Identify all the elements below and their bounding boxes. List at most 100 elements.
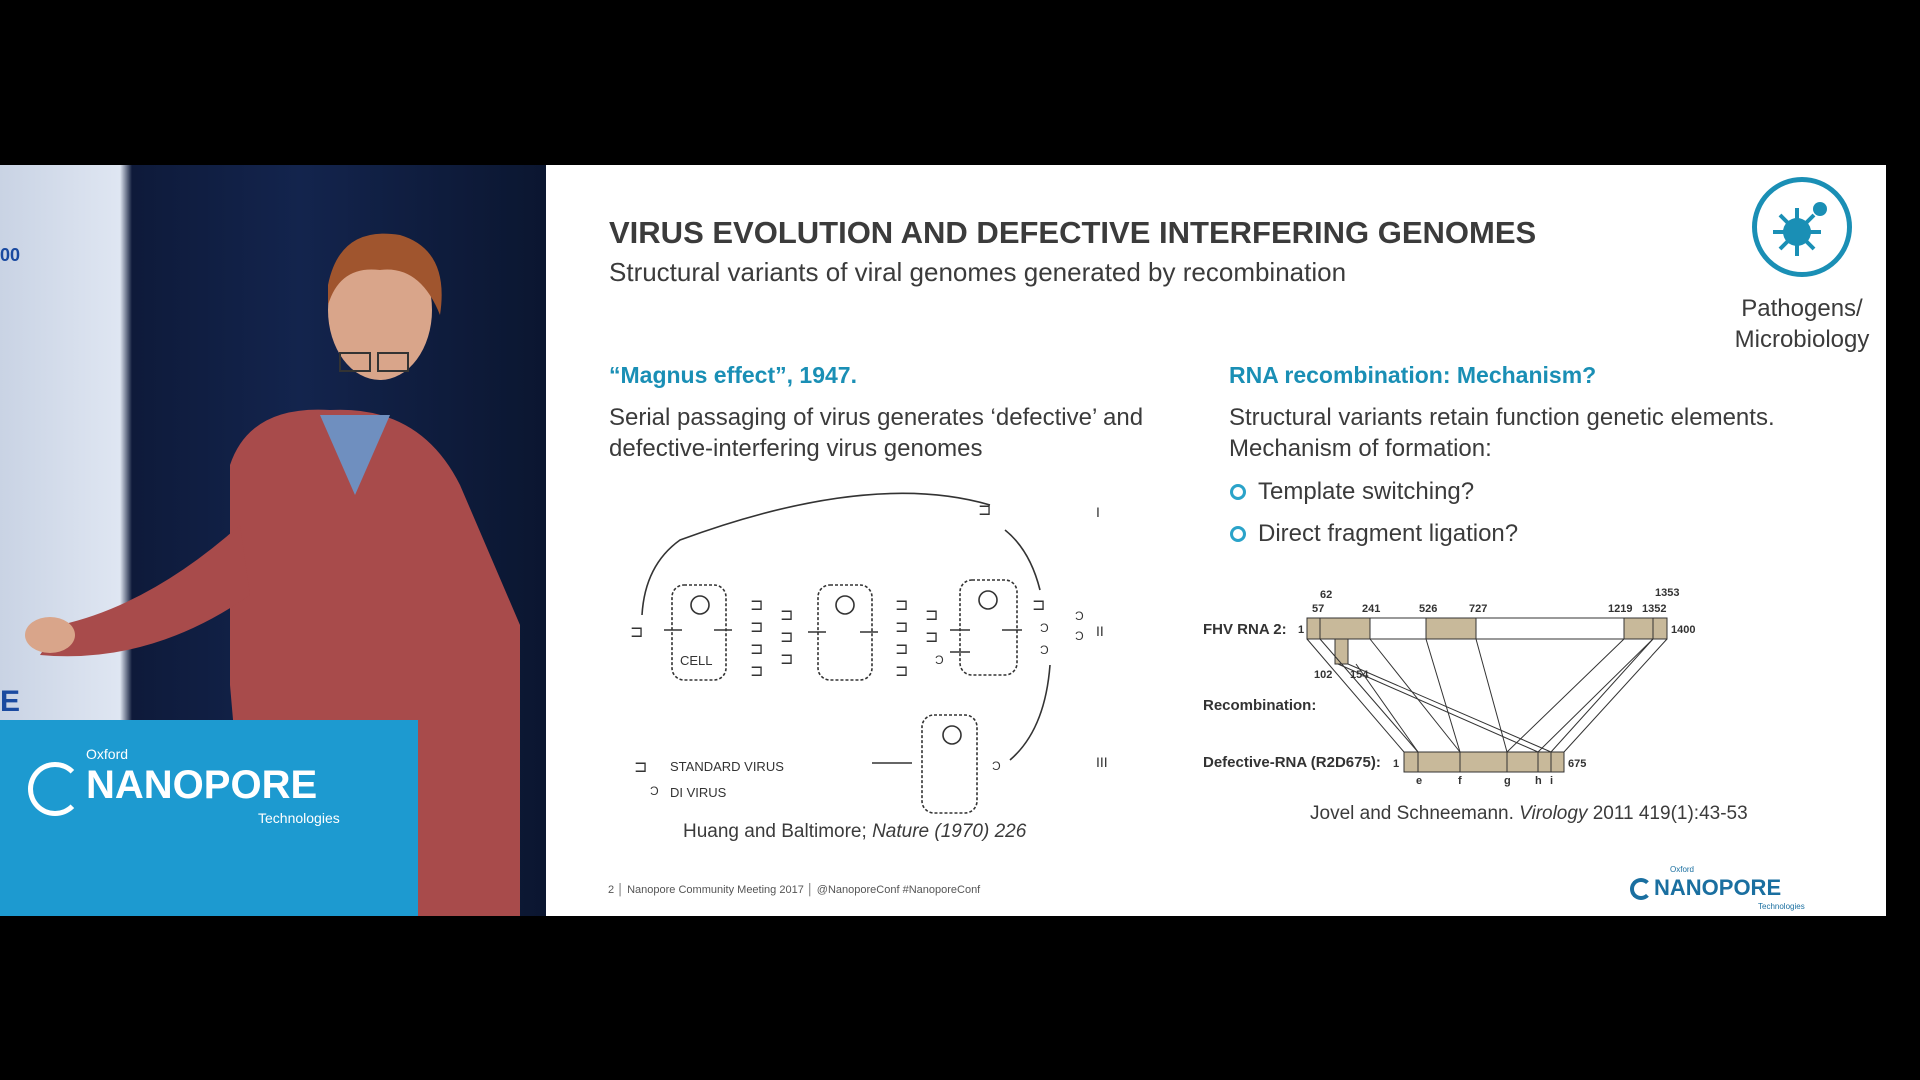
cycle-arrow-up <box>1004 529 1041 591</box>
cycle-arrow-top <box>641 492 991 616</box>
svg-text:⊐: ⊐ <box>978 502 991 519</box>
def-start: 1 <box>1393 758 1399 770</box>
pos-727: 727 <box>1469 603 1487 615</box>
pos-1219: 1219 <box>1608 603 1632 615</box>
left-body: Serial passaging of virus generates ‘def… <box>609 402 1143 464</box>
junction-e: e <box>1416 775 1422 787</box>
slide-title: VIRUS EVOLUTION AND DEFECTIVE INTERFERIN… <box>609 215 1537 250</box>
screen-text: 00 <box>0 245 21 265</box>
slide-subtitle: Structural variants of viral genomes gen… <box>609 257 1347 287</box>
category-line1: Pathogens/ <box>1741 295 1863 322</box>
svg-text:⊐: ⊐ <box>780 651 793 668</box>
cell-4 <box>921 714 978 814</box>
right-body: Structural variants retain function gene… <box>1229 402 1775 464</box>
logo-top: Oxford <box>1670 865 1695 874</box>
svg-text:⊐: ⊐ <box>630 624 643 641</box>
stage-label-3: III <box>1096 754 1108 770</box>
pos-102: 102 <box>1314 669 1332 681</box>
podium-logo-top: Oxford <box>86 746 129 762</box>
cell-3 <box>959 579 1018 676</box>
right-citation-details: 2011 419(1):43-53 <box>1587 803 1748 824</box>
left-citation-journal: Nature (1970) 226 <box>872 821 1027 842</box>
recombination-label: Recombination: <box>1203 697 1316 714</box>
bullet-ring-icon <box>1230 526 1246 542</box>
fhv-end: 1400 <box>1671 624 1695 636</box>
nanopore-logo-icon <box>28 762 82 816</box>
cell-label: CELL <box>680 653 713 668</box>
legend-di-virus: DI VIRUS <box>670 785 727 800</box>
svg-text:⊐: ⊐ <box>895 663 908 680</box>
svg-text:⊐: ⊐ <box>750 619 763 636</box>
screen-letter: E <box>0 685 21 718</box>
svg-text:⊐: ⊐ <box>895 641 908 658</box>
bullet-item: Direct fragment ligation? <box>1230 520 1518 548</box>
junction-f: f <box>1458 775 1462 787</box>
fhv-start: 1 <box>1298 624 1304 636</box>
pos-154: 154 <box>1350 669 1369 681</box>
svg-text:Ͻ: Ͻ <box>1075 609 1084 623</box>
svg-text:⊐: ⊐ <box>780 629 793 646</box>
podium: Oxford NANOPORE Technologies <box>0 720 418 916</box>
bullet-text: Direct fragment ligation? <box>1258 520 1519 547</box>
right-citation-journal: Virology <box>1519 803 1588 824</box>
svg-text:⊐: ⊐ <box>780 607 793 624</box>
insert-segment <box>1334 638 1349 665</box>
pos-62: 62 <box>1320 589 1332 601</box>
legend-standard-virus: STANDARD VIRUS <box>670 759 784 774</box>
left-citation: Huang and Baltimore; Nature (1970) 226 <box>683 821 1026 843</box>
bullet-text: Template switching? <box>1258 478 1475 505</box>
right-body-line2: Mechanism of formation: <box>1229 435 1492 462</box>
svg-text:Ͻ: Ͻ <box>992 759 1001 773</box>
svg-text:⊐: ⊐ <box>895 619 908 636</box>
svg-text:Ͻ: Ͻ <box>1075 629 1084 643</box>
svg-text:⊐: ⊐ <box>750 597 763 614</box>
fhv-segment-2 <box>1425 617 1477 640</box>
pos-1353: 1353 <box>1655 587 1679 599</box>
junction-i: i <box>1550 775 1553 787</box>
category-line2: Microbiology <box>1734 326 1870 353</box>
magnus-effect-diagram: ⊐⊐⊐⊐⊐ ⊐⊐⊐ ⊐⊐⊐⊐ ⊐⊐Ͻ ⊐ϽϽ ϽϽ ⊐Ͻ ⊐Ͻ CELL I I… <box>630 492 1108 814</box>
pos-57: 57 <box>1312 603 1324 615</box>
fhv-segment-1 <box>1306 617 1371 640</box>
right-body-line1: Structural variants retain function gene… <box>1229 404 1775 431</box>
svg-text:Ͻ: Ͻ <box>1040 643 1049 657</box>
presentation-slide: VIRUS EVOLUTION AND DEFECTIVE INTERFERIN… <box>546 165 1886 916</box>
bullet-item: Template switching? <box>1230 478 1518 506</box>
svg-text:⊐: ⊐ <box>895 597 908 614</box>
fhv-label: FHV RNA 2: <box>1203 621 1287 638</box>
right-heading: RNA recombination: Mechanism? <box>1229 362 1597 388</box>
podium-logo-main: NANOPORE <box>86 763 318 807</box>
svg-text:Ͻ: Ͻ <box>935 653 944 667</box>
junction-g: g <box>1504 775 1511 787</box>
stage-label-1: I <box>1096 504 1100 520</box>
cell-1 <box>671 584 727 681</box>
logo-main: NANOPORE <box>1654 875 1782 900</box>
svg-text:⊐: ⊐ <box>750 641 763 658</box>
bullet-list: Template switching? Direct fragment liga… <box>1230 478 1518 548</box>
left-heading: “Magnus effect”, 1947. <box>609 362 857 388</box>
left-body-line2: defective-interfering virus genomes <box>609 435 983 462</box>
nanopore-logo-icon <box>1630 878 1652 900</box>
svg-text:⊐: ⊐ <box>925 629 938 646</box>
category-label: Pathogens/ Microbiology <box>1716 293 1888 355</box>
left-body-line1: Serial passaging of virus generates ‘def… <box>609 404 1144 431</box>
logo-bottom: Technologies <box>1758 902 1805 911</box>
defective-rna-bar <box>1403 751 1565 773</box>
pos-1352: 1352 <box>1642 603 1666 615</box>
svg-text:⊐: ⊐ <box>634 759 647 776</box>
svg-text:Ͻ: Ͻ <box>650 784 659 798</box>
pathogen-icon <box>1752 177 1852 277</box>
stage-label-2: II <box>1096 623 1104 639</box>
recombination-diagram: FHV RNA 2: Recombination: Defective-RNA … <box>1203 587 1695 787</box>
pos-526: 526 <box>1419 603 1437 615</box>
fhv-segment-3 <box>1623 617 1668 640</box>
recombination-lines <box>1306 638 1668 753</box>
right-citation: Jovel and Schneemann. Virology 2011 419(… <box>1310 803 1748 825</box>
podium-logo-bottom: Technologies <box>258 810 340 826</box>
speaker-video: 00 E Oxford NANOPORE Technologies <box>0 165 546 916</box>
svg-text:Ͻ: Ͻ <box>1040 621 1049 635</box>
nanopore-logo: Oxford NANOPORE Technologies <box>1630 865 1830 913</box>
junction-h: h <box>1535 775 1542 787</box>
cycle-arrow-down <box>1009 664 1051 761</box>
def-end: 675 <box>1568 758 1586 770</box>
